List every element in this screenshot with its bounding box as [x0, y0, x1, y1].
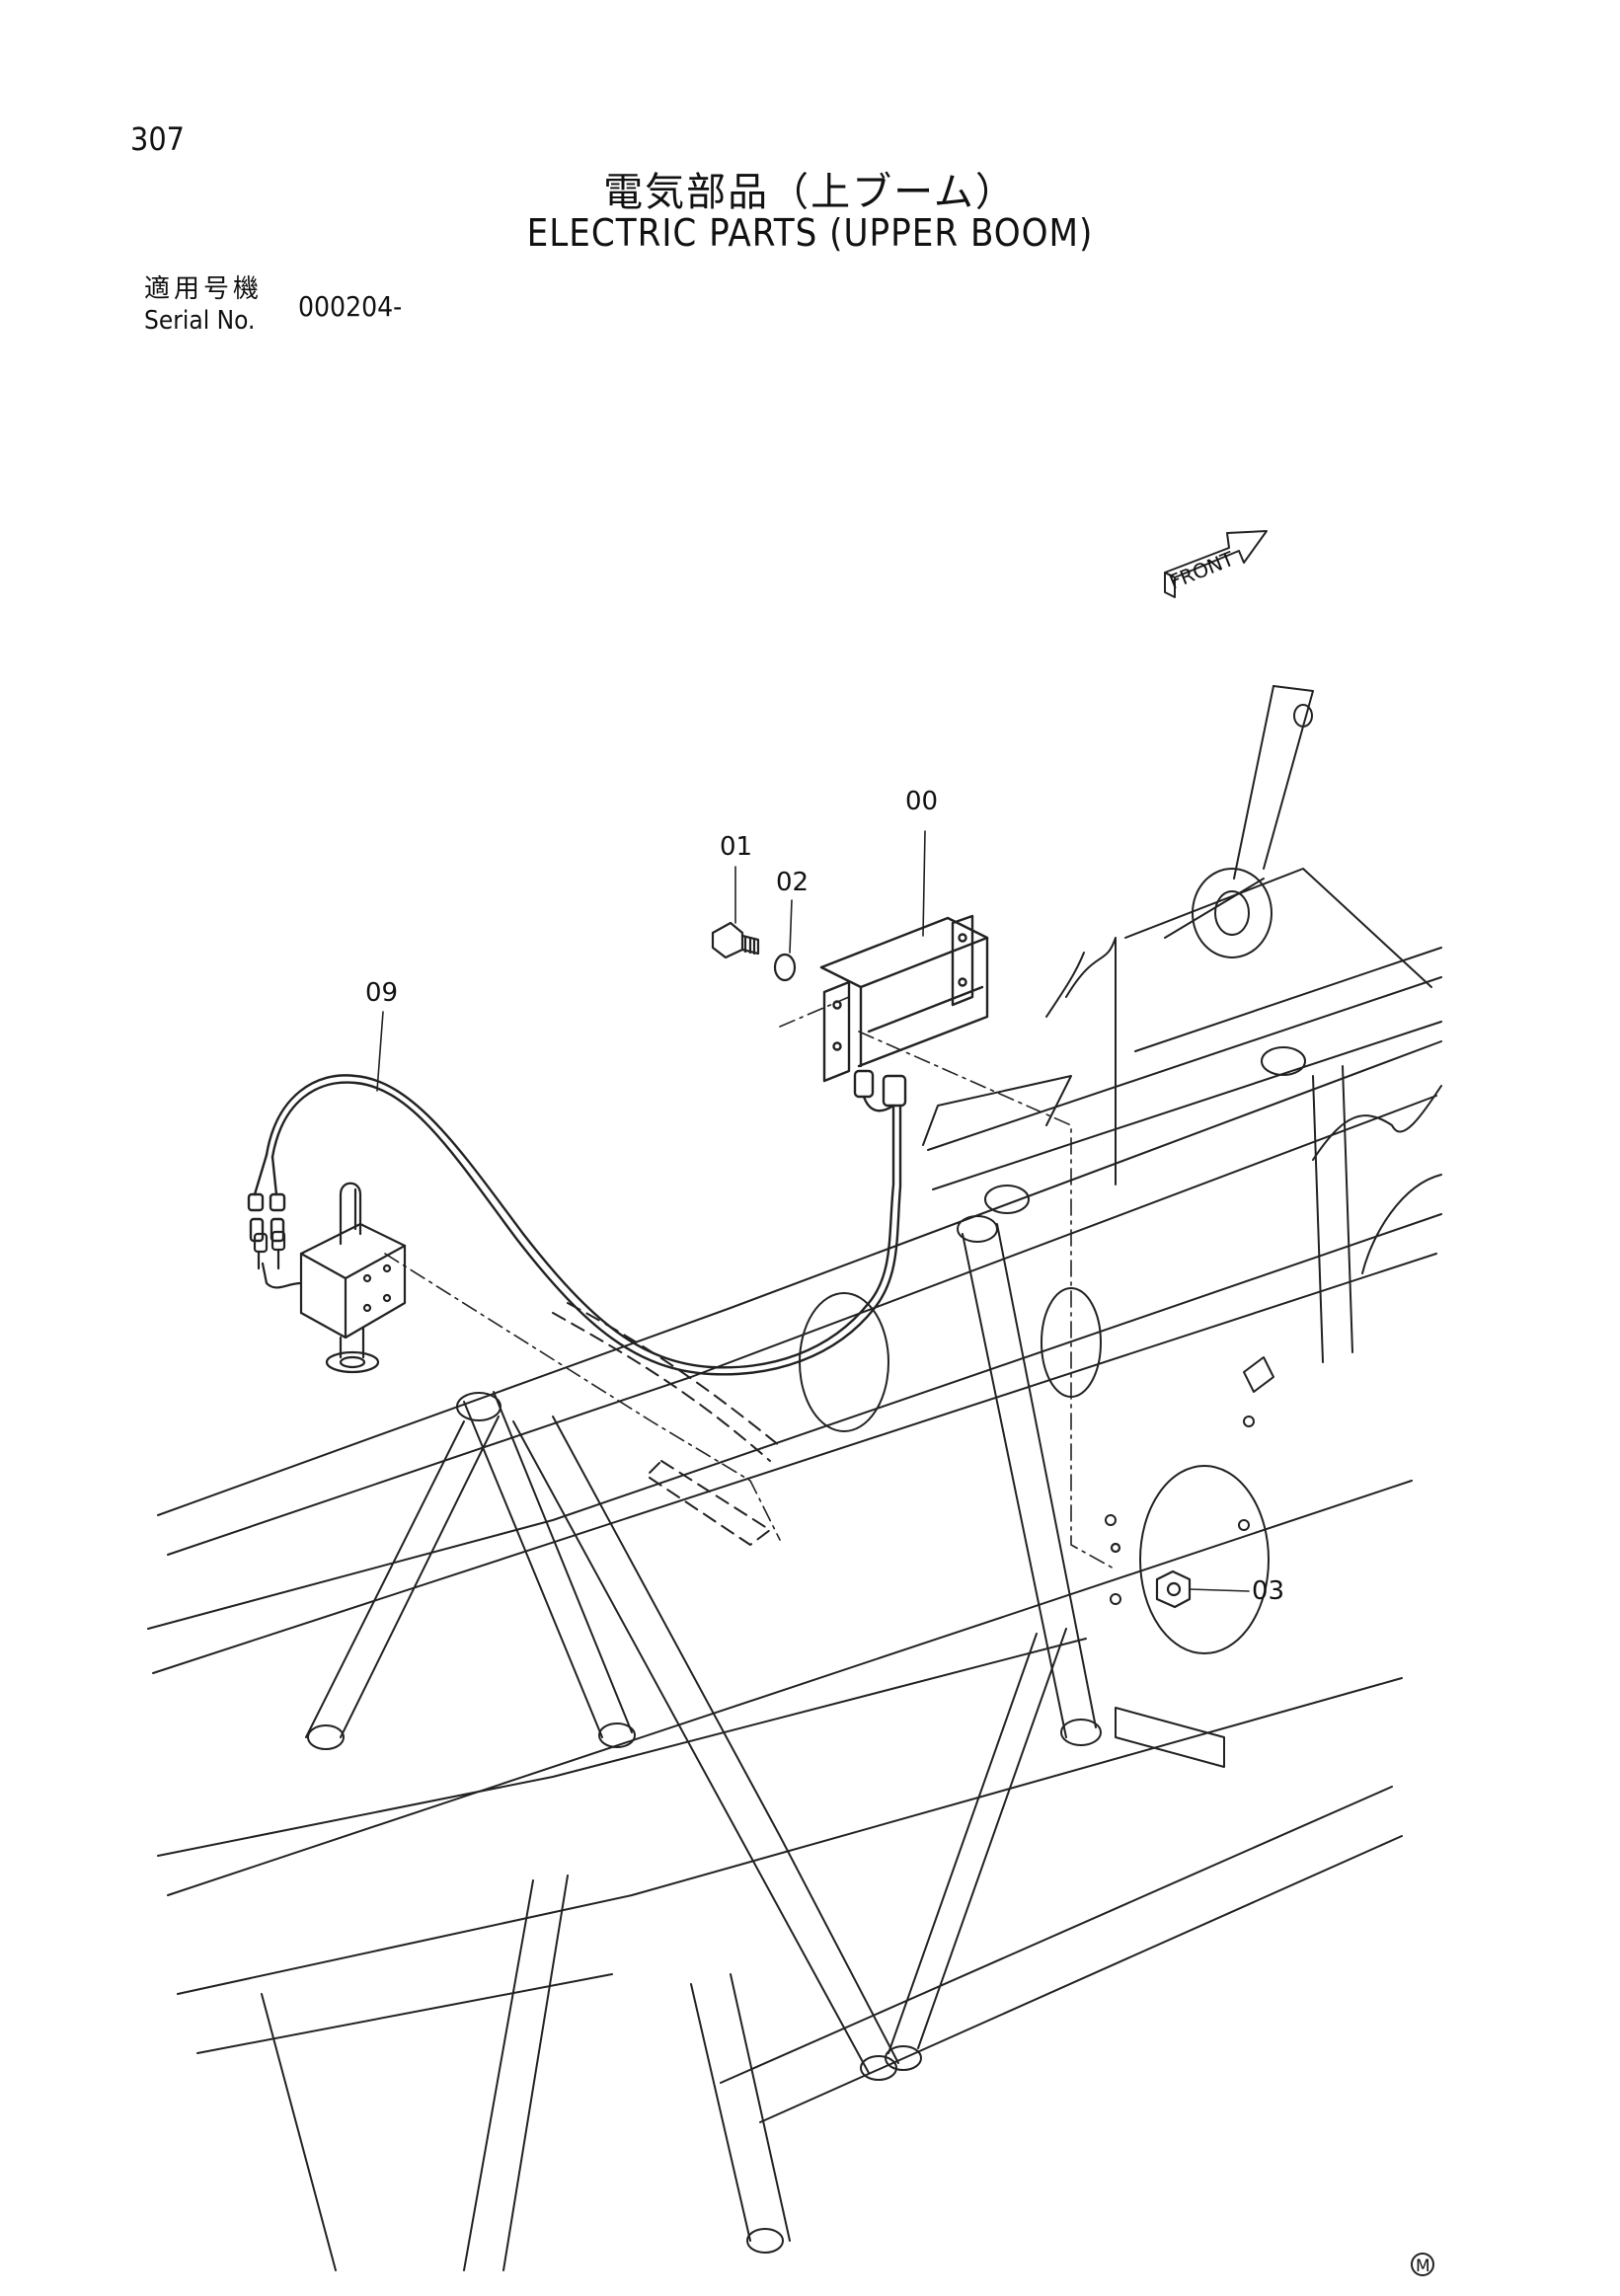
hidden-cable-lines [552, 1302, 781, 1546]
washer-part-02 [773, 953, 797, 982]
circled-m-mark: M [1411, 2253, 1434, 2276]
harness-cable-part-09 [247, 1069, 907, 1376]
callout-leaders [376, 830, 1250, 1592]
serial-number-value: 000204- [298, 290, 403, 323]
svg-text:M: M [1416, 2257, 1430, 2276]
callout-labels: 00 01 02 03 09 [365, 787, 1284, 1606]
callout-00: 00 [905, 787, 938, 816]
page-title-japanese: 電気部品（上ブーム） [603, 170, 1017, 215]
limit-switch-assembly [253, 1182, 407, 1374]
callout-09: 09 [365, 978, 398, 1008]
callout-03: 03 [1252, 1576, 1284, 1606]
serial-label-japanese: 適用号機 [144, 274, 264, 304]
bolt-part-01 [711, 921, 760, 959]
page-title-english: ELECTRIC PARTS (UPPER BOOM) [526, 211, 1094, 255]
nut-part-03 [1110, 1542, 1192, 1609]
electric-box-part-00 [819, 914, 989, 1083]
callout-01: 01 [720, 832, 752, 862]
serial-label-english: Serial No. [144, 306, 256, 336]
callout-02: 02 [776, 868, 809, 897]
front-arrow-label: FRONT [1166, 546, 1238, 593]
front-arrow-icon: FRONT [1164, 530, 1268, 598]
boom-lattice-structure [147, 685, 1442, 2271]
page-number: 307 [130, 120, 185, 158]
assembly-leader-lines [384, 996, 1117, 1570]
